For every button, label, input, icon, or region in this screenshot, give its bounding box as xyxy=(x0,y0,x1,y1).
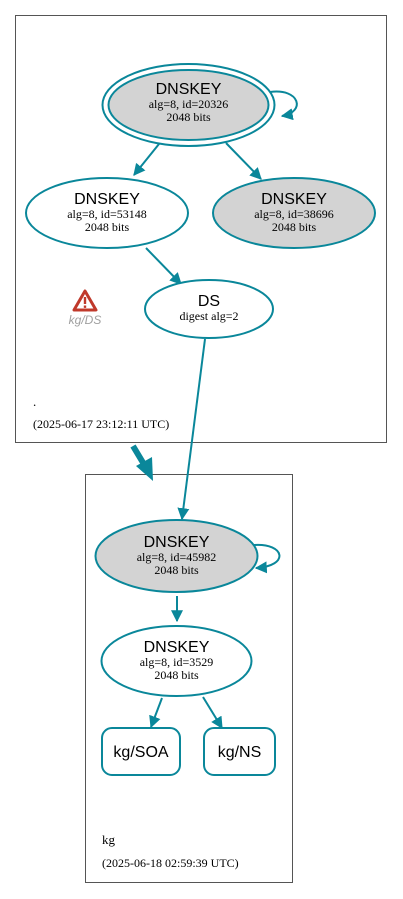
node-title: kg/NS xyxy=(218,744,262,761)
node-detail: 2048 bits xyxy=(154,563,199,577)
node-detail: digest alg=2 xyxy=(179,309,238,323)
node-title: DNSKEY xyxy=(156,81,222,98)
warning-marker[interactable]: kg/DS xyxy=(69,289,102,327)
zone-kg: kg (2025-06-18 02:59:39 UTC) xyxy=(85,474,293,883)
warning-label: kg/DS xyxy=(69,313,102,327)
node-detail: 2048 bits xyxy=(166,110,211,124)
zone-root-name: . xyxy=(33,394,36,409)
node-title: DNSKEY xyxy=(74,191,140,208)
node-title: kg/SOA xyxy=(113,744,168,761)
warning-triangle-icon xyxy=(72,289,98,312)
node-kg-soa[interactable]: kg/SOA xyxy=(101,727,181,776)
node-dnskey-20326[interactable]: DNSKEY alg=8, id=20326 2048 bits xyxy=(101,63,276,147)
node-detail: alg=8, id=20326 xyxy=(149,97,229,111)
node-detail: alg=8, id=3529 xyxy=(140,655,214,669)
edge-ds-to-kg-ksk45982 xyxy=(177,338,206,521)
edge-ksk20326-to-key38696 xyxy=(225,142,262,180)
zone-kg-name: kg xyxy=(102,832,116,847)
node-title: DNSKEY xyxy=(144,534,210,551)
node-detail: alg=8, id=45982 xyxy=(137,550,217,564)
node-dnskey-53148[interactable]: DNSKEY alg=8, id=53148 2048 bits xyxy=(25,177,189,249)
node-detail: 2048 bits xyxy=(272,220,317,234)
edge-ksk20326-self-loop xyxy=(269,90,298,121)
node-dnskey-3529[interactable]: DNSKEY alg=8, id=3529 2048 bits xyxy=(100,625,253,697)
zone-root: . (2025-06-17 23:12:11 UTC) xyxy=(15,15,387,443)
edge-ksk20326-to-zsk53148 xyxy=(133,143,160,176)
zone-root-border xyxy=(15,15,387,443)
edges xyxy=(133,90,298,730)
node-kg-ns[interactable]: kg/NS xyxy=(203,727,276,776)
node-dnskey-45982[interactable]: DNSKEY alg=8, id=45982 2048 bits xyxy=(94,519,259,593)
edge-ksk45982-self-loop xyxy=(253,543,281,574)
zone-kg-timestamp: (2025-06-18 02:59:39 UTC) xyxy=(102,856,239,870)
node-detail: alg=8, id=53148 xyxy=(67,207,147,221)
node-title: DNSKEY xyxy=(261,191,327,208)
node-title: DNSKEY xyxy=(144,639,210,656)
node-dnskey-38696[interactable]: DNSKEY alg=8, id=38696 2048 bits xyxy=(212,177,376,249)
node-detail: 2048 bits xyxy=(85,220,130,234)
zone-kg-border xyxy=(85,474,293,883)
edge-zsk3529-to-ns xyxy=(202,696,223,730)
node-detail: alg=8, id=38696 xyxy=(254,207,334,221)
node-title: DS xyxy=(198,293,220,310)
delegation-arrow xyxy=(130,444,153,481)
edge-zsk53148-to-ds xyxy=(145,247,182,285)
zone-root-timestamp: (2025-06-17 23:12:11 UTC) xyxy=(33,417,169,431)
node-detail: 2048 bits xyxy=(154,668,199,682)
edge-zsk3529-to-soa xyxy=(149,697,163,729)
node-ds[interactable]: DS digest alg=2 xyxy=(144,279,274,339)
